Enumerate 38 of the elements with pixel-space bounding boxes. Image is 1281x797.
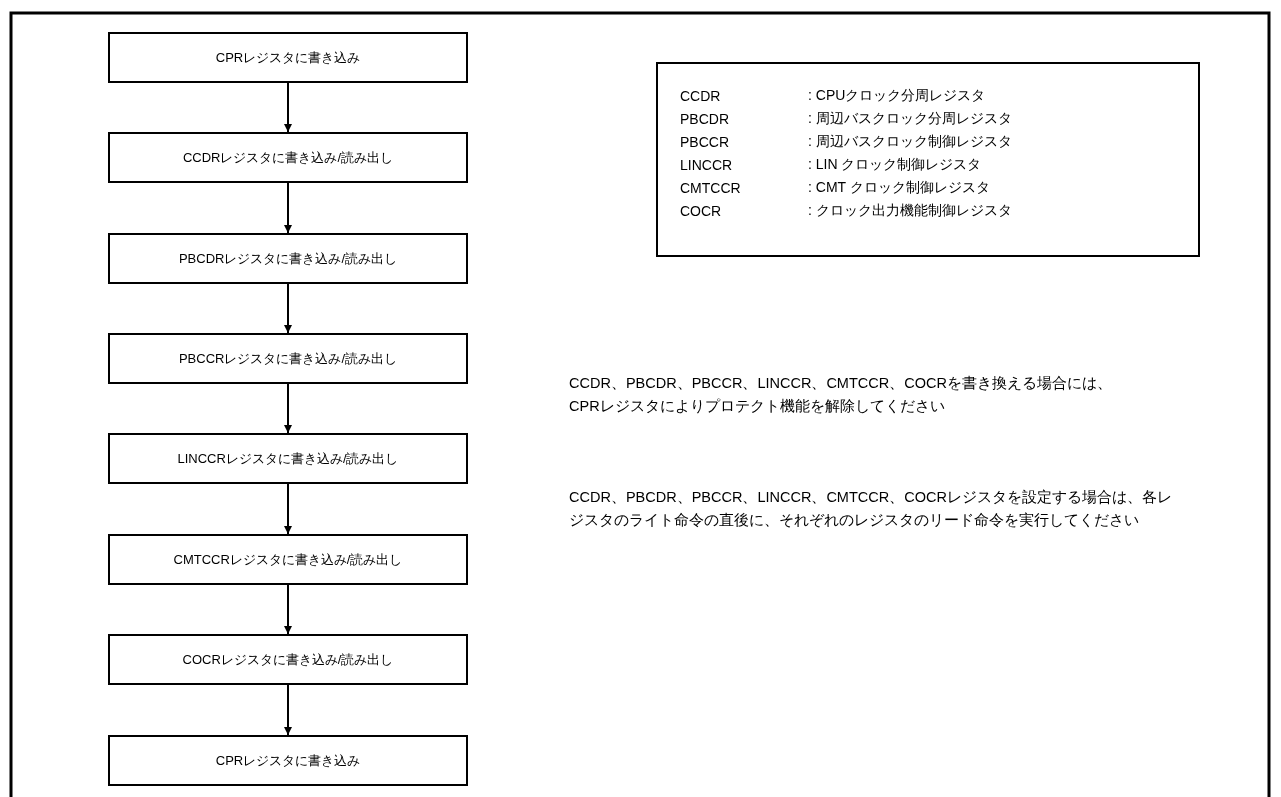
arrow — [284, 82, 292, 133]
register-description: : クロック出力機能制御レジスタ — [808, 201, 1012, 220]
step-label: CPRレジスタに書き込み — [215, 48, 361, 67]
register-description: : 周辺バスクロック制御レジスタ — [808, 132, 1012, 151]
arrow — [284, 283, 292, 334]
arrow — [284, 584, 292, 635]
step-label: CMTCCRレジスタに書き込み/読み出し — [173, 550, 403, 569]
legend-box — [656, 62, 1200, 257]
register-description: : CPUクロック分周レジスタ — [808, 86, 986, 105]
note-text: CCDR、PBCDR、PBCCR、LINCCR、CMTCCR、COCRレジスタを設定する場合は、各レジスタのライト命令の直後に、それぞれのレジスタのリード命令を実行してください — [569, 488, 1173, 530]
register-abbreviation: CCDR — [680, 87, 722, 104]
process-box — [108, 634, 468, 685]
register-abbreviation: PBCCR — [680, 133, 730, 150]
process-box — [108, 32, 468, 83]
step-label: PBCCRレジスタに書き込み/読み出し — [178, 349, 398, 368]
note-text: CCDR、PBCDR、PBCCR、LINCCR、CMTCCR、COCRを書き換える場合には、CPRレジスタによりプロテクト機能を解除してください — [569, 374, 1113, 416]
step-label: COCRレジスタに書き込み/読み出し — [182, 650, 394, 669]
arrow — [284, 383, 292, 434]
step-label: PBCDRレジスタに書き込み/読み出し — [178, 249, 398, 268]
step-label: CCDRレジスタに書き込み/読み出し — [182, 148, 394, 167]
register-abbreviation: COCR — [680, 202, 723, 219]
register-description: : CMT クロック制御レジスタ — [808, 178, 990, 197]
process-box — [108, 735, 468, 786]
arrow — [284, 182, 292, 234]
register-abbreviation: CMTCCR — [680, 179, 742, 196]
process-box — [108, 433, 468, 484]
register-abbreviation: LINCCR — [680, 156, 734, 173]
step-label: LINCCRレジスタに書き込み/読み出し — [177, 449, 399, 468]
process-box — [108, 233, 468, 284]
register-abbreviation: PBCDR — [680, 110, 730, 127]
process-box — [108, 132, 468, 183]
arrow — [284, 684, 292, 736]
step-label: CPRレジスタに書き込み — [215, 751, 361, 770]
process-box — [108, 333, 468, 384]
process-box — [108, 534, 468, 585]
register-description: : LIN クロック制御レジスタ — [808, 155, 982, 174]
arrow — [284, 483, 292, 535]
register-description: : 周辺バスクロック分周レジスタ — [808, 109, 1012, 128]
